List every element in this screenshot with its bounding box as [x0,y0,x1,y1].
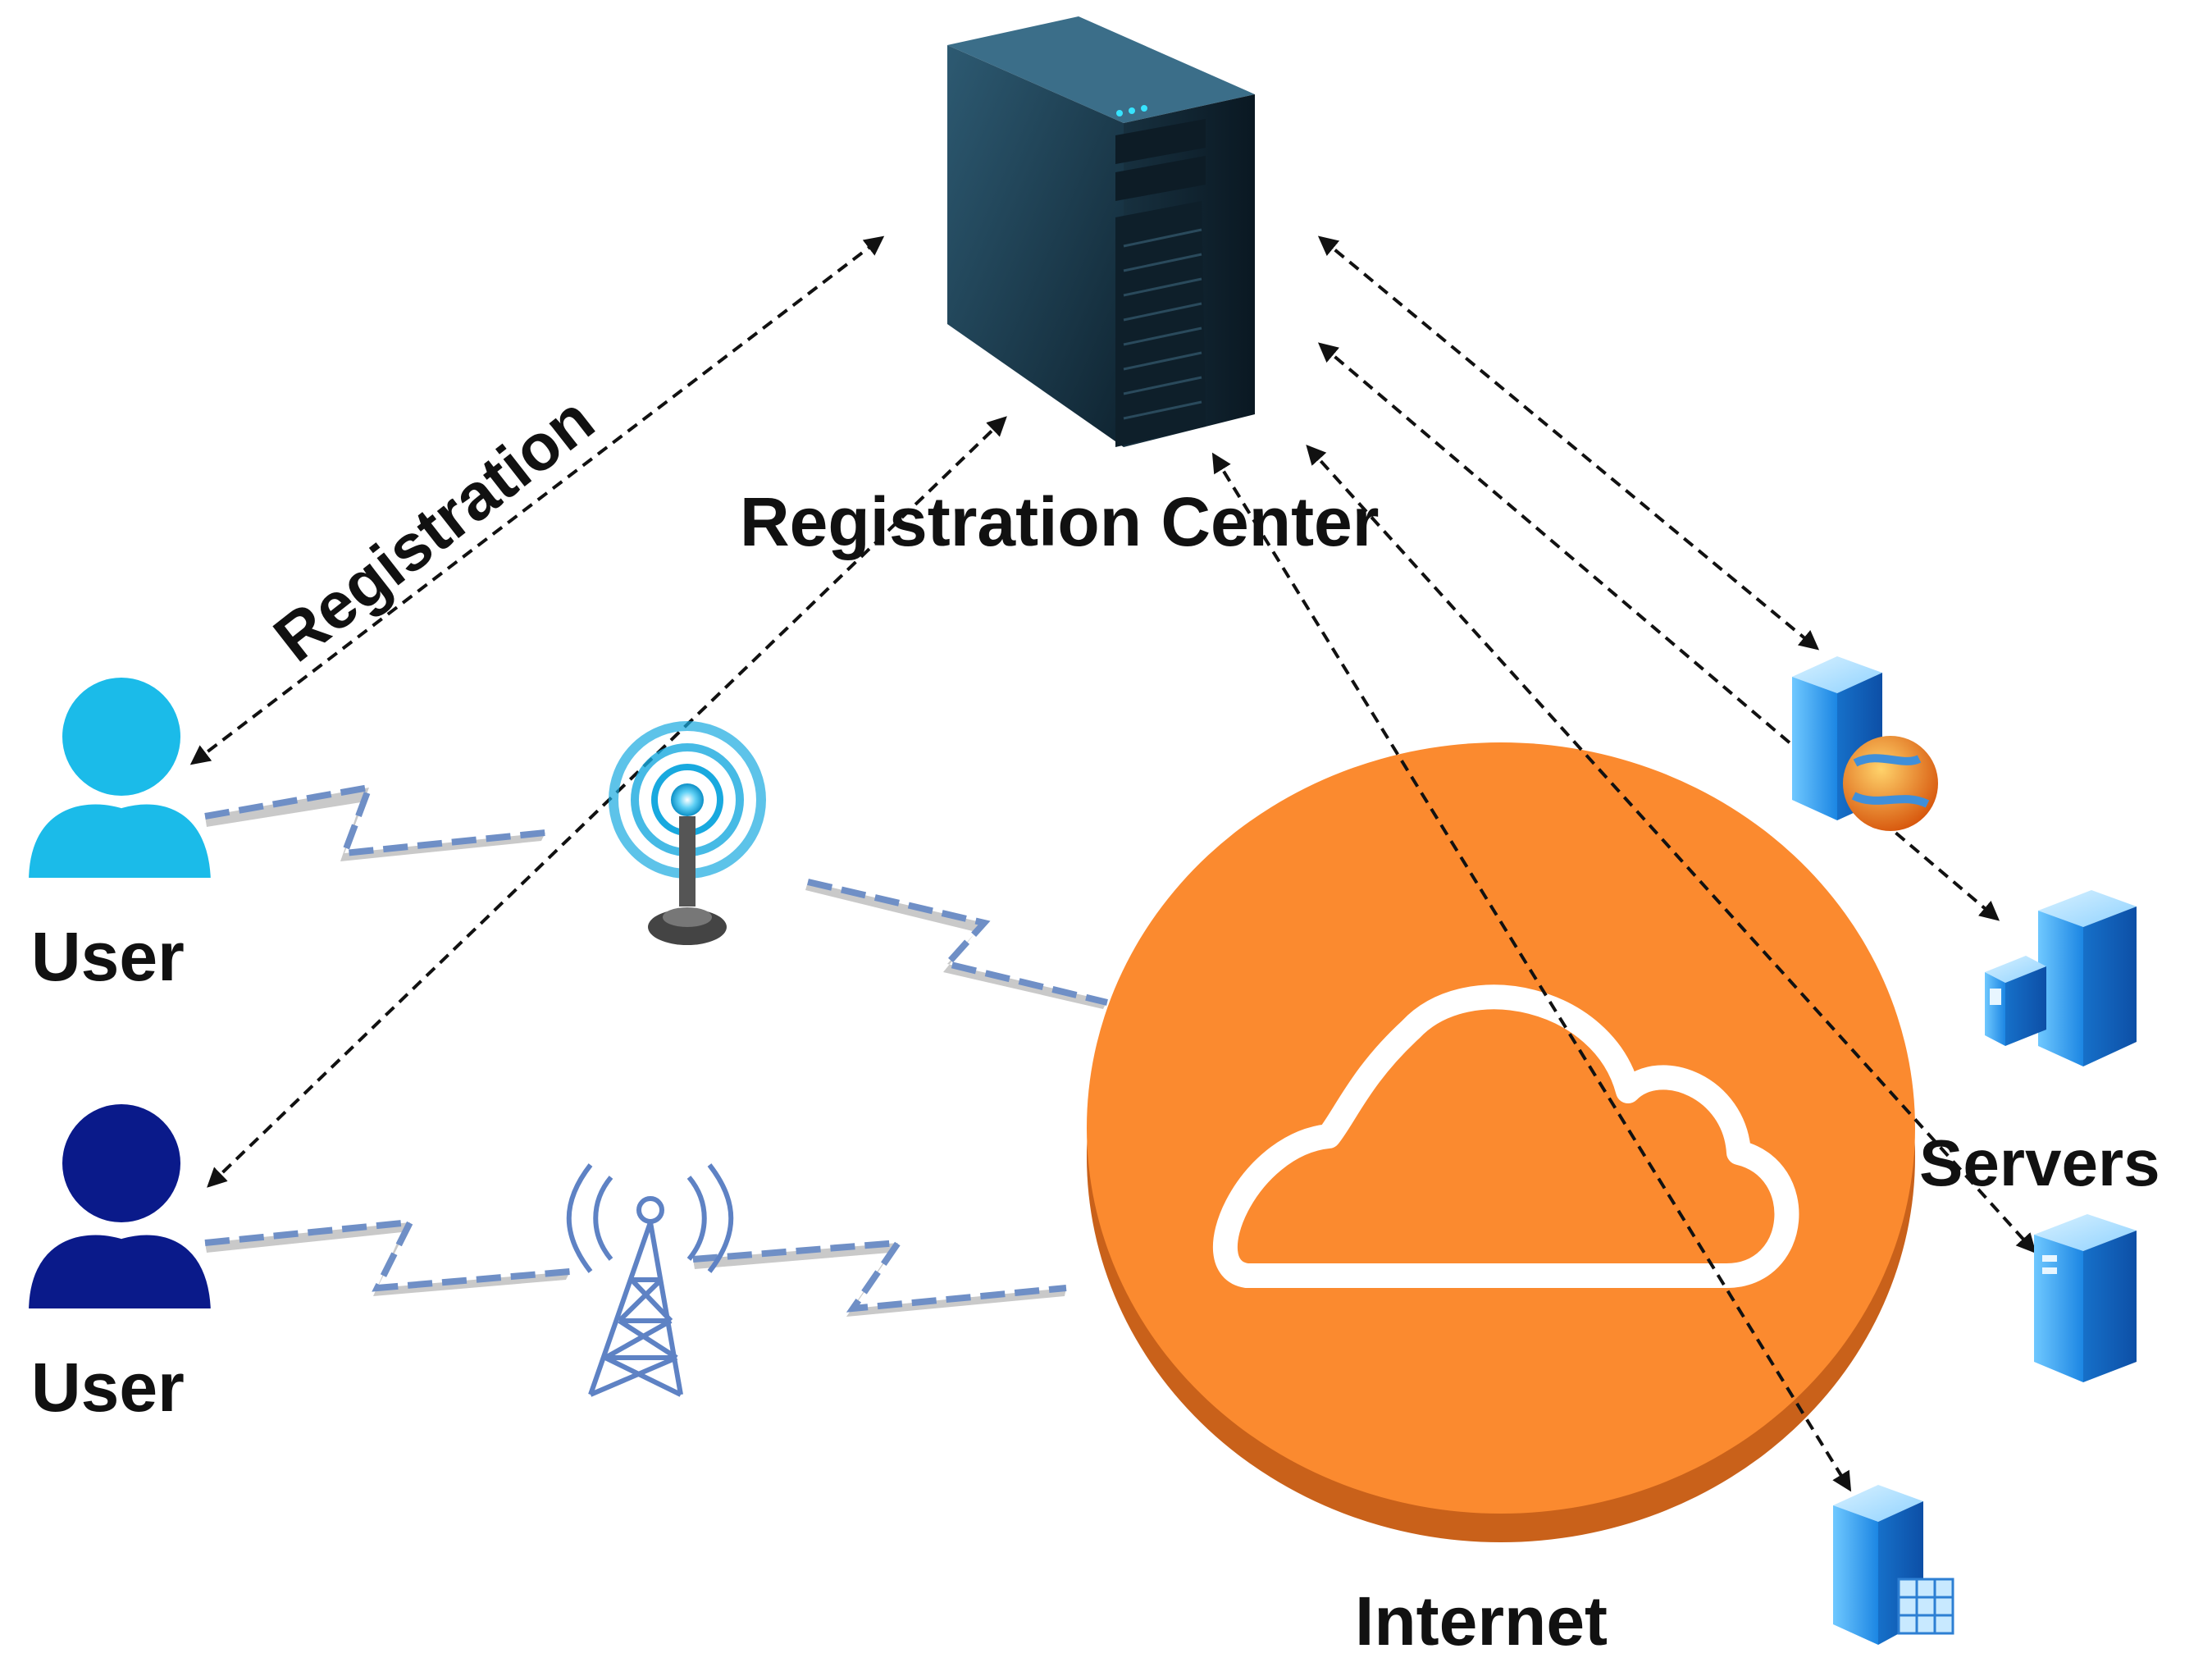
user-bottom-label: User [31,1349,185,1426]
registration-center-label: Registration Center [740,483,1379,560]
user-icon [20,1104,220,1317]
arrow-registration-user-top [189,235,885,765]
wifi-antenna-icon [609,721,766,945]
arrow-center-server-4 [1211,452,1852,1492]
tower-server-icon [947,16,1255,447]
servers-label: Servers [1919,1126,2160,1199]
cell-tower-icon [566,1163,734,1397]
internet-disc [1087,742,1915,1542]
server-icon [2034,1214,2137,1382]
database-server-icon [1833,1485,1954,1645]
user-icon [20,678,220,886]
wireless-link-user-top-wifi [204,783,546,861]
registration-label: Registration [261,382,608,675]
application-server-icon [1985,890,2137,1066]
web-server-icon [1792,656,1938,831]
wireless-link-user-bottom-tower [204,1218,571,1296]
user-top-label: User [31,918,185,995]
wireless-link-wifi-internet [805,879,1108,1009]
arrow-center-server-1 [1317,235,1820,651]
internet-label: Internet [1355,1582,1608,1660]
wireless-link-tower-internet [692,1239,1067,1317]
arrow-center-user-bottom [207,416,1007,1188]
